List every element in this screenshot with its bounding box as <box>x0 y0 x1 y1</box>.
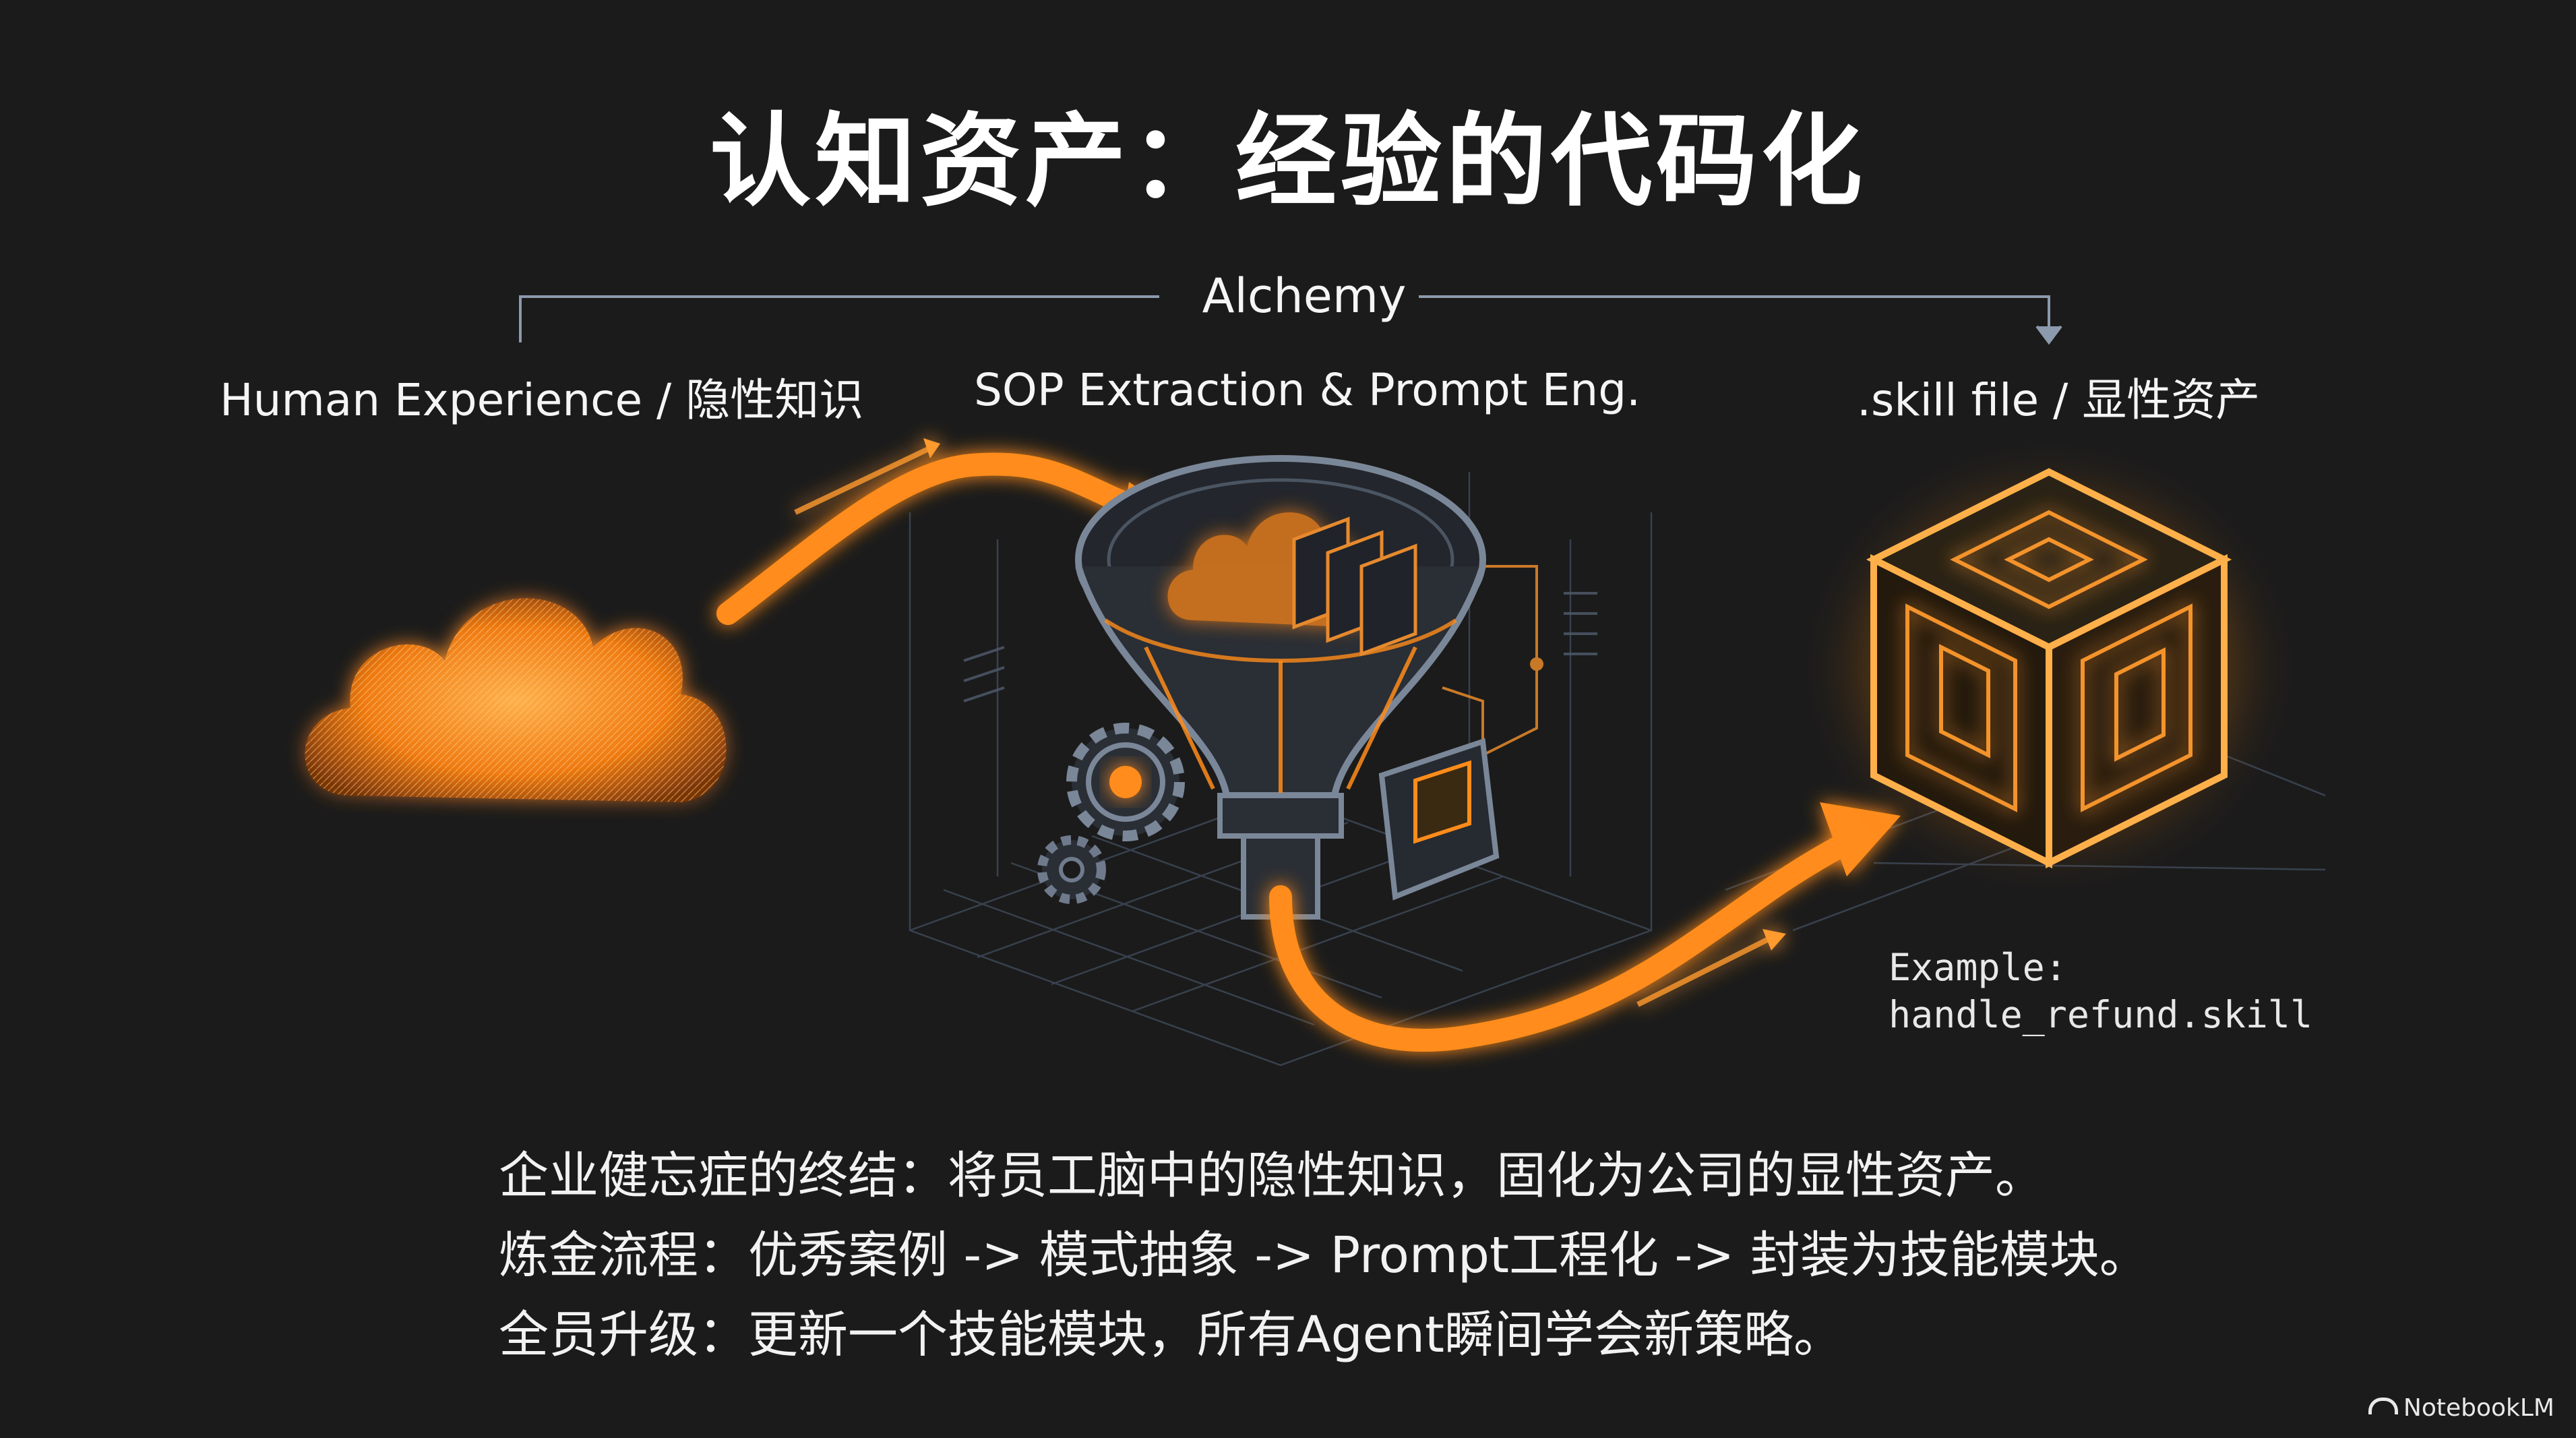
stage-label-skill-file: .skill file / 显性资产 <box>1857 374 2261 426</box>
cube-icon <box>1827 465 2271 870</box>
stage-label-sop-extraction: SOP Extraction & Prompt Eng. <box>974 364 1641 416</box>
small-gear-icon <box>1037 835 1106 904</box>
example-line-2: handle_refund.skill <box>1889 993 2313 1036</box>
brand-label: NotebookLM <box>2403 1394 2554 1422</box>
bullet-item: 企业健忘症的终结：将员工脑中的隐性知识，固化为公司的显性资产。 <box>499 1147 2045 1205</box>
alchemy-bracket <box>519 295 2062 345</box>
funnel-icon <box>1075 455 1486 920</box>
notebooklm-logo-icon <box>2368 1398 2398 1414</box>
bullet-item: 全员升级：更新一个技能模块，所有Agent瞬间学会新策略。 <box>499 1306 1844 1364</box>
example-line-1: Example: <box>1889 946 2067 989</box>
bullet-list: 企业健忘症的终结：将员工脑中的隐性知识，固化为公司的显性资产。 炼金流程：优秀案… <box>499 1136 2149 1375</box>
example-caption: Example: handle_refund.skill <box>1889 944 2312 1038</box>
chip-icon <box>1378 738 1500 901</box>
output-arrow-icon <box>1269 802 1901 1052</box>
gear-icon <box>1066 723 1185 841</box>
cloud-icon <box>305 598 727 802</box>
alchemy-label: Alchemy <box>1202 268 1407 324</box>
bullet-item: 炼金流程：优秀案例 -> 模式抽象 -> Prompt工程化 -> 封装为技能模… <box>499 1226 2149 1284</box>
page-title: 认知资产：经验的代码化 <box>709 102 1866 220</box>
stage-label-human-experience: Human Experience / 隐性知识 <box>220 374 864 426</box>
circuit-traces <box>1442 565 1543 756</box>
brand-watermark: NotebookLM <box>2368 1394 2554 1422</box>
rack-lines <box>963 592 1597 702</box>
